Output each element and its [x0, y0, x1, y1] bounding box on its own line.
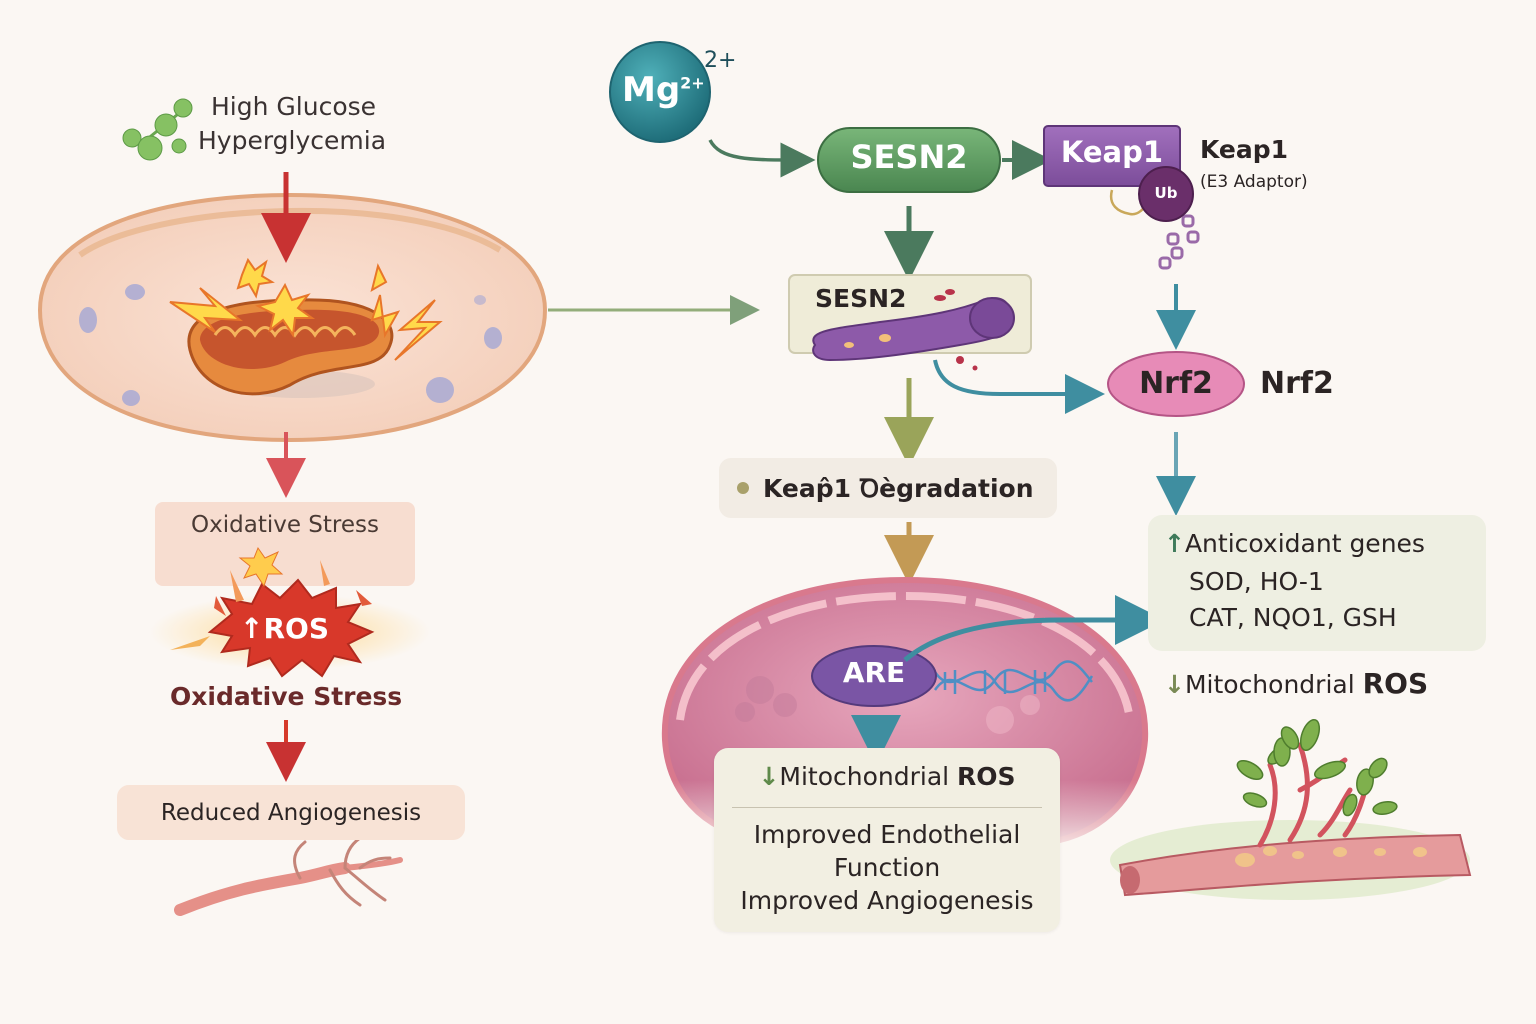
- ros-badge-text: ROS: [263, 612, 329, 645]
- oxidative-stress-label: Oxidative Stress: [170, 682, 403, 711]
- reduced-angiogenesis-label: Reduced Angiogenesis: [160, 799, 422, 826]
- dna-helix-icon: [933, 660, 1094, 702]
- arrow-are-to-genes: [903, 595, 1165, 662]
- keap1-sublabel: (E3 Adaptor): [1200, 172, 1308, 192]
- result-line2: Function: [833, 853, 941, 882]
- are-ellipse-shape: [811, 645, 937, 707]
- ubiquitin-chain-icon: [1158, 214, 1200, 270]
- oxidative-stress-box-bg: [155, 502, 415, 586]
- antioxidant-title-text: Anticoxidant genes: [1184, 529, 1425, 558]
- result-line3: Improved Angiogenesis: [740, 886, 1034, 915]
- are-label: ARE: [842, 656, 906, 689]
- keap1-degradation-label: Keap̂1 Ꝺègradation: [763, 474, 1034, 503]
- mg-charge-inner: 2+: [680, 73, 705, 93]
- up-arrow-icon: ↑: [1164, 529, 1185, 558]
- sesn2-box-label: SESN2: [815, 284, 907, 313]
- mito-ros-bold: ROS: [1362, 667, 1429, 700]
- sparse-vessel-illustration: [174, 836, 403, 916]
- antioxidant-genes-line2: CAT, NQO1, GSH: [1189, 603, 1397, 632]
- result-mito-ros: ↓Mitochondrial ROS: [714, 762, 1060, 791]
- right-mito-ros-outcome: ↓Mitochondrial ROS: [1164, 667, 1428, 700]
- mg-ion-label: Mg2+: [622, 70, 705, 110]
- keap1-box-label: Keap1: [1060, 135, 1164, 169]
- bullet-dot-icon: [737, 482, 749, 494]
- degraded-keap1-icon: [812, 289, 1015, 371]
- nrf2-side-label: Nrf2: [1260, 366, 1334, 401]
- glucose-molecule-icon: [122, 98, 193, 161]
- mg-ion-symbol: Mg: [622, 70, 681, 110]
- antioxidant-genes-box: ↑Anticoxidant genes SOD, HO-1 CAT, NQO1,…: [1148, 515, 1486, 651]
- damaged-mitochondrion-icon: [187, 298, 394, 398]
- result-divider: [732, 807, 1042, 808]
- mg-ion-icon: [609, 41, 711, 143]
- result-box: ↓Mitochondrial ROS Improved Endothelial …: [714, 748, 1060, 932]
- spark-burst-icons: [169, 257, 443, 361]
- mito-ros-regular: Mitochondrial: [1184, 670, 1363, 699]
- keap1-degradation-box: Keap̂1 Ꝺègradation: [719, 458, 1057, 518]
- antioxidant-genes-line1: SOD, HO-1: [1189, 567, 1324, 596]
- down-arrow-icon: ↓: [1164, 670, 1185, 699]
- result-ros-bold: ROS: [957, 762, 1016, 791]
- antioxidant-genes-title: ↑Anticoxidant genes: [1164, 529, 1425, 558]
- glucose-label-line2: Hyperglycemia: [198, 126, 387, 155]
- result-line1: Improved Endothelial: [753, 820, 1021, 849]
- mg-charge-outer: 2+: [704, 48, 737, 73]
- arrow-sesn2-to-nrf2: [933, 359, 1105, 414]
- result-ros-regular: Mitochondrial: [779, 762, 958, 791]
- ub-badge-label: Ub: [1154, 184, 1178, 202]
- reduced-angiogenesis-box: Reduced Angiogenesis: [117, 785, 465, 840]
- oxidative-stress-box-label: Oxidative Stress: [191, 512, 379, 538]
- keap1-side-label: Keap1: [1200, 135, 1289, 164]
- up-arrow-icon: ↑: [240, 612, 264, 645]
- ros-burst-icon: [150, 546, 430, 678]
- sesn2-pill-shape: [817, 127, 1001, 193]
- nrf2-ellipse-shape: [1107, 351, 1245, 417]
- nrf2-ellipse-label: Nrf2: [1139, 366, 1213, 401]
- sesn2-pill-label: SESN2: [850, 138, 968, 176]
- endothelial-cell-illustration: [37, 192, 548, 443]
- arrow-mg-to-sesn2: [708, 139, 816, 178]
- glucose-label-line1: High Glucose: [211, 92, 377, 121]
- keap1-box-shape: [1043, 125, 1181, 187]
- ub-badge-shape: [1138, 166, 1194, 222]
- down-arrow-icon: ↓: [758, 762, 780, 791]
- ros-badge: ↑ROS: [240, 612, 329, 645]
- sprouting-vessel-illustration: [1110, 718, 1472, 900]
